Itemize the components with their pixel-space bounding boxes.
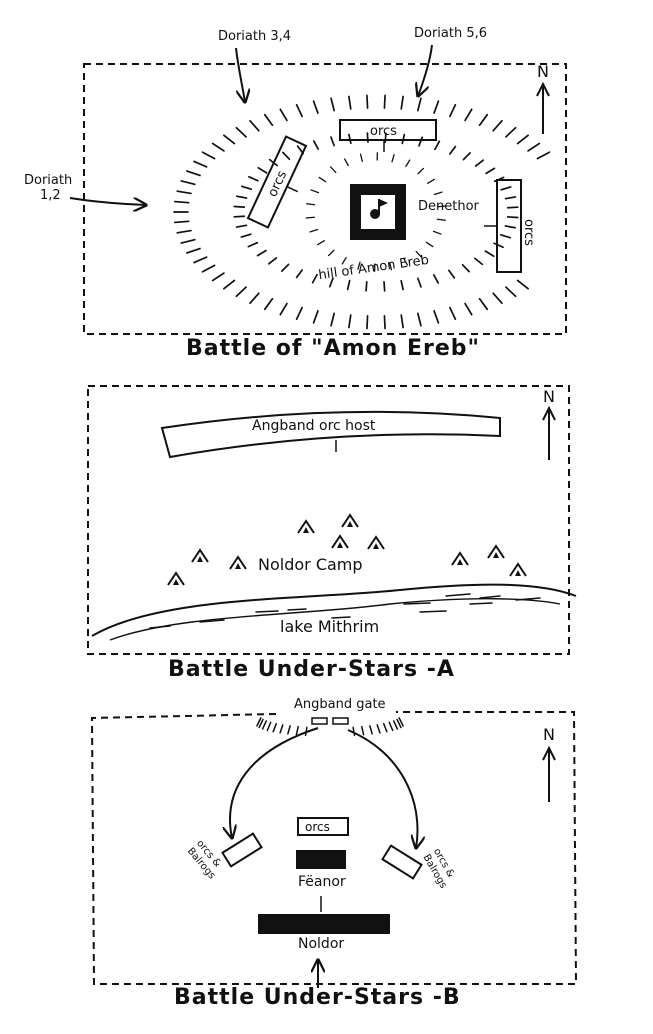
panel-under-stars-b: N Angband gate orcs Fëanor Noldor orcs &… xyxy=(90,697,578,1010)
left-balrog-unit xyxy=(221,832,263,868)
doriath-56-label: Doriath 5,6 xyxy=(414,26,487,41)
north-arrow-icon xyxy=(542,405,556,460)
lake-shore xyxy=(91,583,577,641)
panel-amon-ereb: N Denethor orcs orcs orcs xyxy=(24,26,567,361)
north-arrow-icon xyxy=(536,81,550,134)
map-border xyxy=(83,63,567,335)
doriath-34-arrow xyxy=(235,47,245,102)
hill-label: hill of Amon Ereb xyxy=(318,253,430,283)
noldor-tents xyxy=(167,513,527,586)
panel2-title: Battle Under-Stars -A xyxy=(168,657,455,682)
angband-gate-icon xyxy=(311,717,349,725)
north-label: N xyxy=(543,387,555,406)
doriath-12-sub-label: 1,2 xyxy=(40,188,61,203)
orcs-top-unit xyxy=(339,119,437,152)
orcs-label: orcs xyxy=(305,820,330,834)
denethor-label: Denethor xyxy=(418,199,480,214)
doriath-12-arrow xyxy=(69,197,146,205)
panel1-title: Battle of "Amon Ereb" xyxy=(186,336,480,361)
north-label: N xyxy=(537,62,549,81)
orcs-right-label: orcs xyxy=(521,219,536,246)
gate-label: Angband gate xyxy=(294,697,386,712)
orcs-unit xyxy=(297,817,349,836)
right-flank-arrow xyxy=(347,729,418,848)
doriath-56-arrow xyxy=(418,44,433,96)
gate-hachures xyxy=(256,717,404,737)
lake-label: lake Mithrim xyxy=(280,617,379,636)
feanor-unit xyxy=(296,850,346,869)
map-border xyxy=(87,385,570,655)
north-label: N xyxy=(543,725,555,744)
denethor-fortress-icon xyxy=(350,184,406,240)
orcs-right-unit: orcs xyxy=(484,179,536,273)
orcs-top-label: orcs xyxy=(370,124,397,139)
doriath-12-label: Doriath xyxy=(24,173,72,188)
panel-under-stars-a: N Angband orc host Noldor Camp lake Mith… xyxy=(87,385,577,682)
panel3-title: Battle Under-Stars -B xyxy=(174,985,461,1010)
north-arrow-icon xyxy=(542,745,556,802)
left-flank-arrow xyxy=(230,727,319,838)
noldor-unit xyxy=(258,914,390,934)
camp-label: Noldor Camp xyxy=(258,555,363,574)
right-balrog-unit xyxy=(381,844,423,880)
orc-host-label: Angband orc host xyxy=(252,418,376,434)
noldor-label: Noldor xyxy=(298,936,344,952)
doriath-34-label: Doriath 3,4 xyxy=(218,29,291,44)
orc-host-unit xyxy=(160,410,501,459)
feanor-label: Fëanor xyxy=(298,874,346,890)
